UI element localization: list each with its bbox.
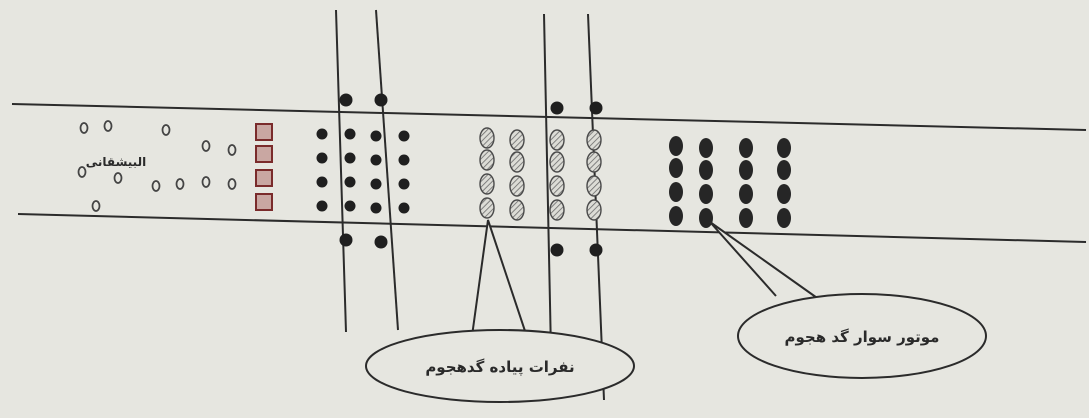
foot-callout-pointer xyxy=(471,219,529,341)
foot-soldier-hatched-ovals xyxy=(479,127,602,221)
square-markers xyxy=(255,123,273,211)
left-group-hollow-circles xyxy=(77,120,237,212)
motor-callout-bubble xyxy=(737,293,987,379)
road-bottom-edge xyxy=(17,213,1087,243)
foot-callout-bubble xyxy=(365,329,635,403)
left-group-label: البيشقانی xyxy=(86,155,146,169)
motor-callout: موتور سوار گد هجوم xyxy=(709,221,987,379)
motorcyclist-solid-ovals xyxy=(669,136,791,228)
checkpoint-dots xyxy=(339,93,603,257)
motor-callout-label: موتور سوار گد هجوم xyxy=(785,328,940,346)
foot-callout-label: نفرات پیاده گدهجوم xyxy=(425,358,574,377)
road-top-edge xyxy=(11,103,1087,131)
motor-callout-pointer xyxy=(709,221,821,301)
foot-callout: نفرات پیاده گدهجوم xyxy=(365,219,635,403)
solid-dot-grid xyxy=(316,128,410,214)
